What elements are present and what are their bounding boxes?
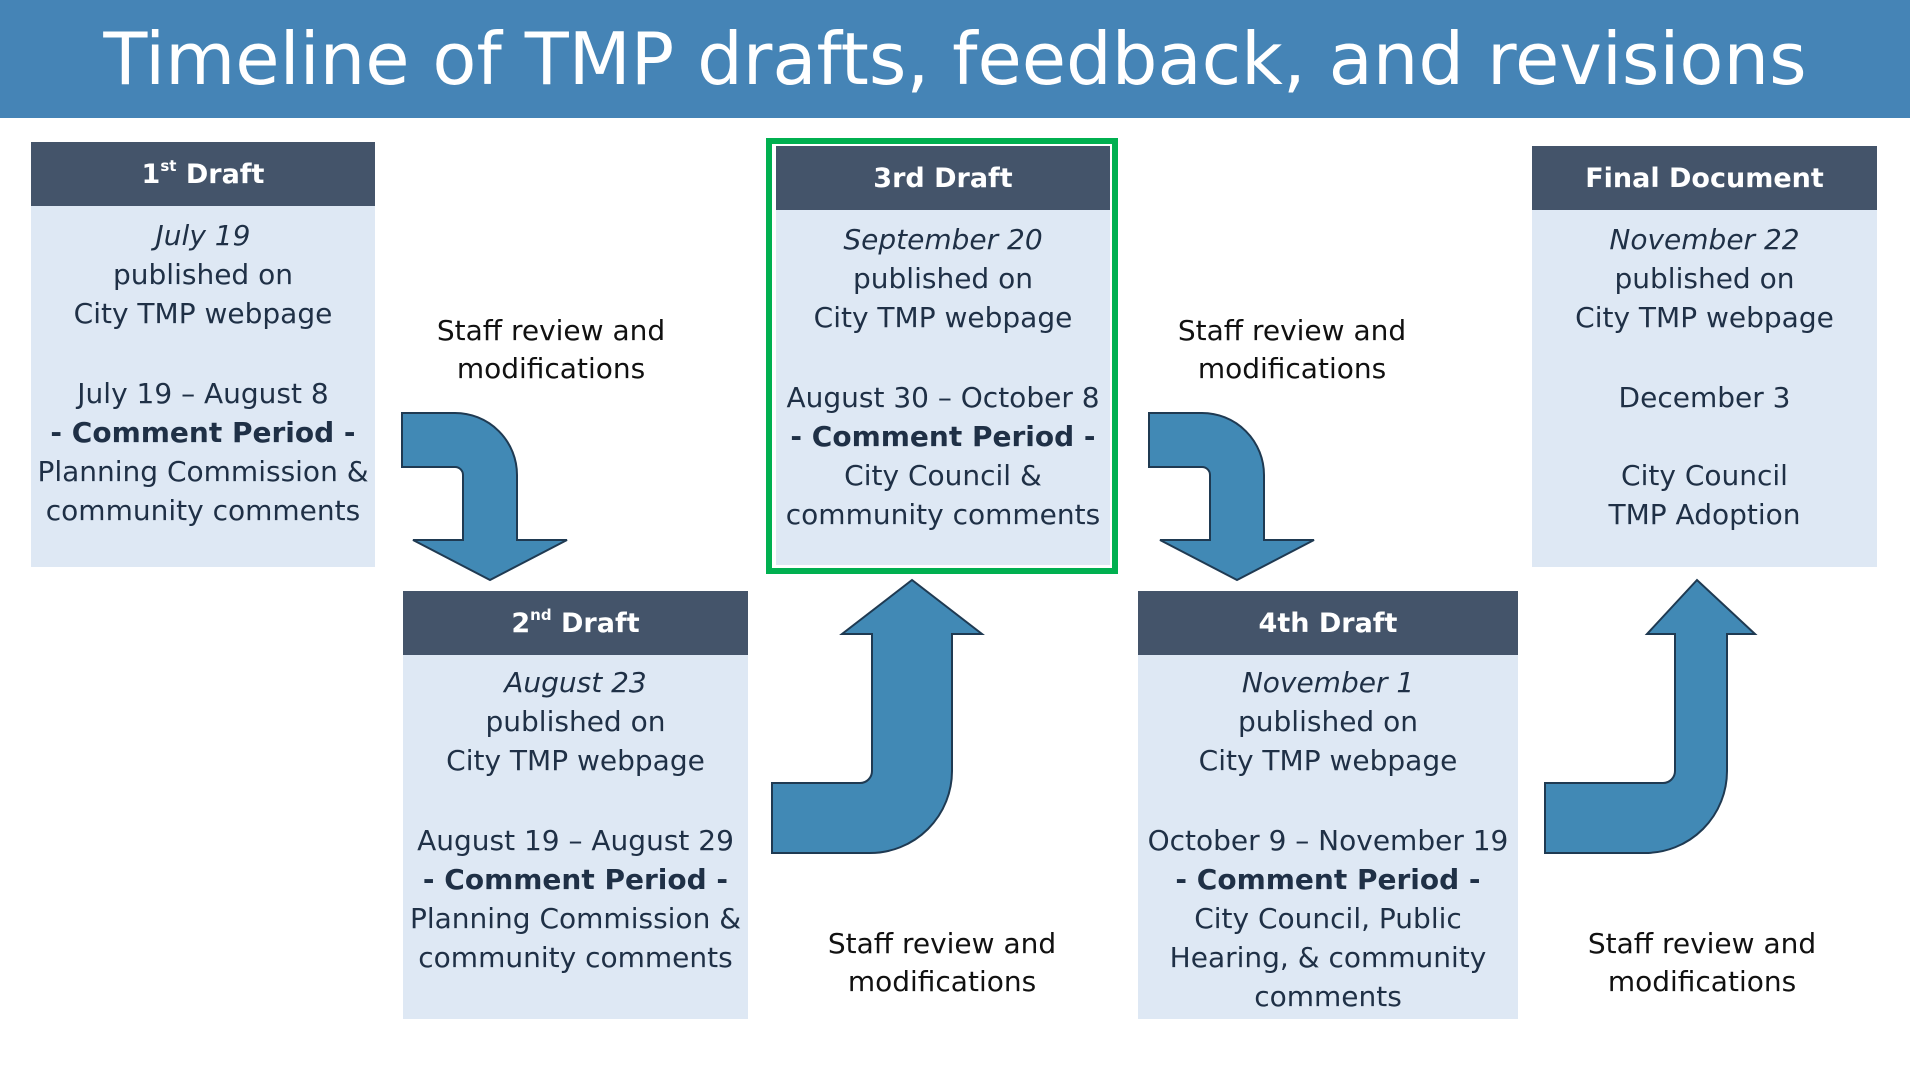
- current-draft-highlight: [766, 138, 1118, 574]
- header-text: Final Document: [1585, 162, 1824, 194]
- commenters: community comments: [418, 941, 733, 974]
- draft-card-2: 2nd Draft August 23 published on City TM…: [403, 591, 748, 1019]
- step-label-4: Staff review and modifications: [1587, 927, 1817, 998]
- commenters: Hearing, & community: [1169, 941, 1487, 974]
- comment-period-label: - Comment Period -: [790, 420, 1096, 453]
- commenters: City Council, Public: [1194, 902, 1462, 935]
- commenters: community comments: [45, 494, 361, 527]
- draft-card-header: 1st Draft: [31, 142, 375, 206]
- comment-period-label: - Comment Period -: [50, 416, 356, 449]
- publish-location: City TMP webpage: [1198, 744, 1458, 777]
- header-text: 2nd Draft: [511, 605, 640, 639]
- draft-card-1: 1st Draft July 19 published on City TMP …: [31, 142, 375, 567]
- draft-card-body: August 23 published on City TMP webpage …: [403, 655, 748, 1019]
- commenters: comments: [1254, 980, 1402, 1013]
- header-text: 3rd Draft: [873, 162, 1013, 194]
- draft-card-body: July 19 published on City TMP webpage Ju…: [31, 206, 375, 567]
- down-arrow-2: [1148, 412, 1315, 582]
- publish-location: City TMP webpage: [73, 297, 333, 330]
- title-banner: Timeline of TMP drafts, feedback, and re…: [0, 0, 1910, 118]
- comment-dates: August 30 – October 8: [786, 381, 1100, 414]
- publish-date: November 22: [1609, 223, 1800, 256]
- published-on: published on: [485, 705, 666, 738]
- commenters: City Council &: [844, 459, 1042, 492]
- adopting-body: City Council: [1621, 459, 1788, 492]
- up-arrow-1: [771, 578, 985, 854]
- up-arrow-2: [1544, 578, 1758, 854]
- draft-card-body: November 1 published on City TMP webpage…: [1138, 655, 1518, 1019]
- adoption-label: TMP Adoption: [1608, 498, 1801, 531]
- comment-dates: August 19 – August 29: [417, 824, 734, 857]
- publish-date: November 1: [1241, 666, 1415, 699]
- draft-card-body: September 20 published on City TMP webpa…: [776, 210, 1110, 565]
- draft-card-header: Final Document: [1532, 146, 1877, 210]
- draft-card-header: 4th Draft: [1138, 591, 1518, 655]
- publish-date: August 23: [504, 666, 647, 699]
- header-text: 4th Draft: [1258, 607, 1398, 639]
- commenters: Planning Commission &: [37, 455, 369, 488]
- commenters: Planning Commission &: [409, 902, 742, 935]
- draft-card-4: 4th Draft November 1 published on City T…: [1138, 591, 1518, 1019]
- draft-card-header: 2nd Draft: [403, 591, 748, 655]
- comment-period-label: - Comment Period -: [422, 863, 729, 896]
- step-label-3: Staff review and modifications: [1177, 314, 1407, 385]
- final-document-card: Final Document November 22 published on …: [1532, 146, 1877, 567]
- draft-card-body: November 22 published on City TMP webpag…: [1532, 210, 1877, 567]
- published-on: published on: [1238, 705, 1418, 738]
- commenters: community comments: [785, 498, 1101, 531]
- publish-date: July 19: [155, 219, 251, 252]
- page-title: Timeline of TMP drafts, feedback, and re…: [103, 17, 1807, 101]
- published-on: published on: [113, 258, 293, 291]
- published-on: published on: [1614, 262, 1795, 295]
- step-label-1: Staff review and modifications: [436, 314, 666, 385]
- publish-location: City TMP webpage: [446, 744, 705, 777]
- step-label-2: Staff review and modifications: [827, 927, 1057, 998]
- comment-dates: July 19 – August 8: [77, 377, 329, 410]
- comment-dates: October 9 – November 19: [1147, 824, 1509, 857]
- publish-location: City TMP webpage: [813, 301, 1073, 334]
- adoption-date: December 3: [1618, 381, 1791, 414]
- draft-card-3: 3rd Draft September 20 published on City…: [776, 146, 1110, 565]
- publish-location: City TMP webpage: [1575, 301, 1834, 334]
- down-arrow-1: [401, 412, 568, 582]
- publish-date: September 20: [843, 223, 1043, 256]
- draft-card-header: 3rd Draft: [776, 146, 1110, 210]
- published-on: published on: [853, 262, 1033, 295]
- comment-period-label: - Comment Period -: [1175, 863, 1481, 896]
- header-text: 1st Draft: [141, 156, 265, 190]
